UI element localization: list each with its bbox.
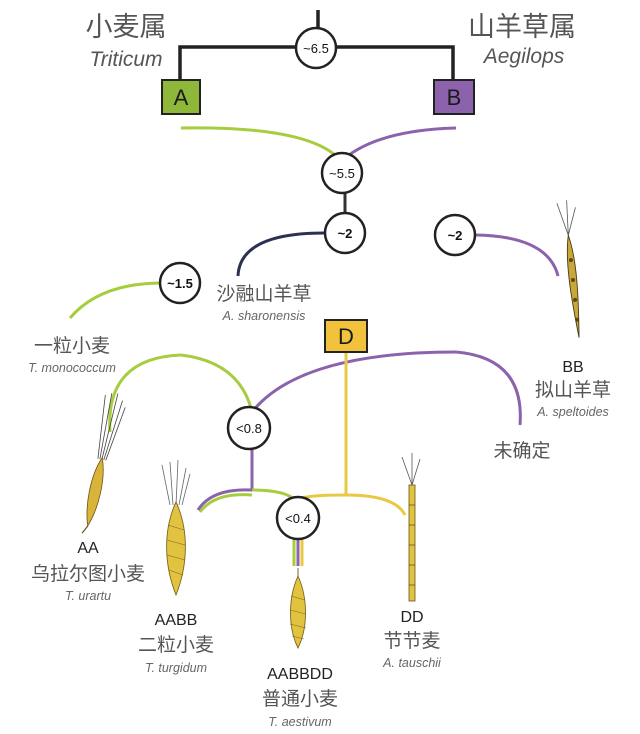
sharonensis-latin-label: A. sharonensis bbox=[222, 309, 306, 323]
node-hexaploid-label: <0.4 bbox=[285, 511, 311, 526]
speltoides-latin-label: A. speltoides bbox=[536, 405, 609, 419]
aestivum-cn-label: 普通小麦 bbox=[262, 688, 338, 710]
wheat-spike-icon bbox=[289, 568, 307, 650]
speltoides-genome-label: BB bbox=[562, 359, 583, 376]
turgidum-genome-label: AABB bbox=[155, 612, 198, 629]
genome-box-a-label: A bbox=[174, 85, 189, 110]
urartu-latin-label: T. urartu bbox=[65, 589, 111, 603]
wheat-spike-icon bbox=[556, 200, 580, 338]
aegilops-cn-label: 山羊草属 bbox=[468, 12, 576, 43]
node-root: ~6.5 bbox=[294, 26, 338, 70]
node-b-branch-label: ~2 bbox=[448, 228, 463, 243]
triticum-cn-label: 小麦属 bbox=[86, 12, 167, 43]
tauschii-cn-label: 节节麦 bbox=[383, 630, 440, 652]
monococcum-latin-label: T. monococcum bbox=[28, 361, 116, 375]
node-d-origin-label: ~2 bbox=[338, 226, 353, 241]
monococcum-cn-label: 一粒小麦 bbox=[34, 335, 110, 357]
node-a-branch: ~1.5 bbox=[158, 261, 202, 305]
urartu-genome-label: AA bbox=[77, 540, 99, 557]
wheat-spike-icon bbox=[401, 453, 421, 602]
tauschii-genome-label: DD bbox=[400, 609, 423, 626]
node-a-branch-label: ~1.5 bbox=[167, 276, 193, 291]
genome-box-b-label: B bbox=[447, 85, 462, 110]
triticum-latin-label: Triticum bbox=[89, 48, 162, 71]
speltoides-cn-label: 拟山羊草 bbox=[535, 379, 611, 401]
turgidum-cn-label: 二粒小麦 bbox=[138, 634, 214, 656]
node-root-label: ~6.5 bbox=[303, 41, 329, 56]
sharonensis-cn-label: 沙融山羊草 bbox=[216, 283, 311, 305]
genome-box-d-label: D bbox=[338, 324, 354, 349]
genome-box-d: D bbox=[324, 319, 368, 353]
aegilops-latin-label: Aegilops bbox=[482, 45, 565, 68]
node-tetraploid: <0.8 bbox=[226, 405, 272, 451]
node-d-origin: ~2 bbox=[323, 211, 367, 255]
urartu-cn-label: 乌拉尔图小麦 bbox=[31, 563, 145, 585]
d-lineage-lines bbox=[236, 190, 407, 516]
a-lineage-lines bbox=[68, 115, 336, 513]
aestivum-genome-label: AABBDD bbox=[267, 666, 333, 683]
node-hexaploid: <0.4 bbox=[275, 495, 321, 541]
wheat-spike-icon bbox=[81, 393, 126, 534]
genome-box-b: B bbox=[433, 79, 475, 115]
node-b-branch: ~2 bbox=[433, 213, 477, 257]
node-ab-split: ~5.5 bbox=[320, 151, 364, 195]
node-tetraploid-label: <0.8 bbox=[236, 421, 262, 436]
tauschii-latin-label: A. tauschii bbox=[382, 656, 442, 670]
aestivum-latin-label: T. aestivum bbox=[268, 715, 331, 729]
undetermined-cn-label: 未确定 bbox=[493, 440, 550, 462]
node-ab-split-label: ~5.5 bbox=[329, 166, 355, 181]
genome-box-a: A bbox=[161, 79, 201, 115]
turgidum-latin-label: T. turgidum bbox=[145, 661, 207, 675]
wheat-spike-icon bbox=[161, 459, 191, 597]
